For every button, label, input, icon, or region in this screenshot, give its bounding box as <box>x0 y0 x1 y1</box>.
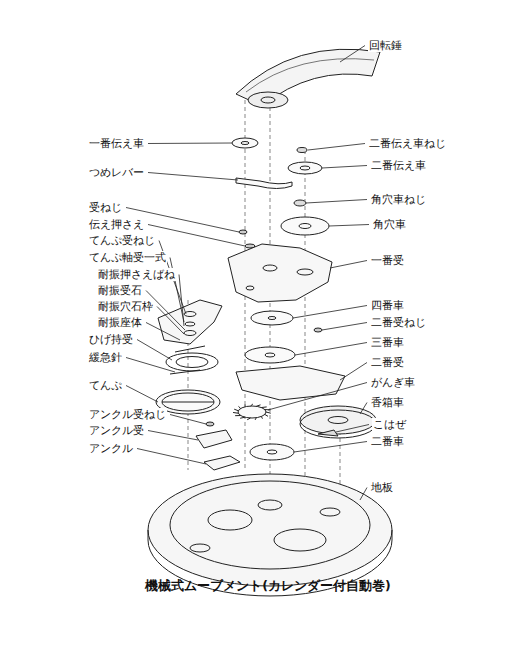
escape-tooth <box>238 406 240 408</box>
leader-line <box>126 386 158 403</box>
leader-line <box>146 323 180 341</box>
part-label: つめレバー <box>88 166 145 179</box>
leader-line <box>340 46 365 63</box>
part-label: アンクル受ねじ <box>88 408 167 421</box>
part-label: がんぎ車 <box>370 376 416 389</box>
leader-line <box>330 261 367 269</box>
leader-line <box>322 323 367 331</box>
leader-line <box>268 383 367 411</box>
part-label: てんぷ軸受一式 <box>88 251 167 264</box>
part-label: 香箱車 <box>370 396 405 409</box>
part-label: 二番車 <box>370 435 405 448</box>
part-label: 一番受 <box>370 254 405 267</box>
part-label: 三番車 <box>370 336 405 349</box>
leader-line <box>148 225 245 247</box>
part-label: 耐振受石 <box>97 284 143 297</box>
escape-tooth <box>261 416 262 418</box>
escape-tooth <box>233 412 238 414</box>
escape-tooth <box>247 418 250 420</box>
leader-line <box>137 340 172 361</box>
caption: 機械式ムーブメント(カレンダー付自動巻) <box>145 578 390 595</box>
part-label: 耐振押さえばね <box>97 268 176 281</box>
part-label: てんぷ受ねじ <box>88 234 156 247</box>
part-label: 一番伝え車 <box>88 137 145 150</box>
part-label: 四番車 <box>370 299 405 312</box>
part-label: アンクル <box>88 442 134 455</box>
escape-tooth <box>240 417 245 418</box>
part-label: 回転錘 <box>368 39 403 52</box>
part-label: 二番受ねじ <box>370 316 427 329</box>
leader-line <box>360 403 367 415</box>
leader-line <box>148 143 232 145</box>
leader-line <box>308 144 365 151</box>
part-label: ひげ持受 <box>88 333 134 346</box>
leader-line <box>293 306 367 319</box>
part-label: てんぷ <box>88 379 123 392</box>
part-label: 角穴車 <box>372 218 407 231</box>
escape-tooth <box>261 406 266 408</box>
part-label: 角穴車ねじ <box>370 193 427 206</box>
part-label: 耐振穴石枠 <box>97 300 154 313</box>
leader-line <box>148 173 238 181</box>
part-label: 耐振座体 <box>97 316 143 329</box>
escape-tooth <box>251 404 253 406</box>
part-label: 伝え押さえ <box>88 218 145 231</box>
leader-line <box>295 343 367 356</box>
escape-tooth <box>235 415 241 416</box>
escape-tooth <box>234 409 238 411</box>
leader-line <box>329 225 369 227</box>
part-label: 緩急針 <box>88 351 123 364</box>
leader-line <box>179 275 184 327</box>
leader-line <box>137 449 206 465</box>
part-label: アンクル受 <box>88 424 145 437</box>
part-label: 地板 <box>370 481 394 494</box>
leader-line <box>336 425 369 433</box>
part-label: 受ねじ <box>88 201 123 214</box>
escape-tooth <box>265 414 268 416</box>
leader-line <box>360 488 367 501</box>
leader-line <box>148 431 198 441</box>
leader-line <box>170 415 206 425</box>
part-label: 二番受 <box>370 356 405 369</box>
leader-line <box>294 442 367 453</box>
leader-line <box>306 200 367 204</box>
escape-tooth <box>245 405 246 407</box>
escape-tooth <box>255 418 256 420</box>
leader-line <box>322 166 367 169</box>
escape-tooth <box>266 412 271 413</box>
leader-line <box>340 363 367 381</box>
part-label: 二番伝え車ねじ <box>368 137 447 150</box>
part-label: こはぜ <box>372 418 407 431</box>
escape-tooth <box>256 405 260 406</box>
part-label: 二番伝え車 <box>370 159 427 172</box>
leader-line <box>126 358 175 373</box>
